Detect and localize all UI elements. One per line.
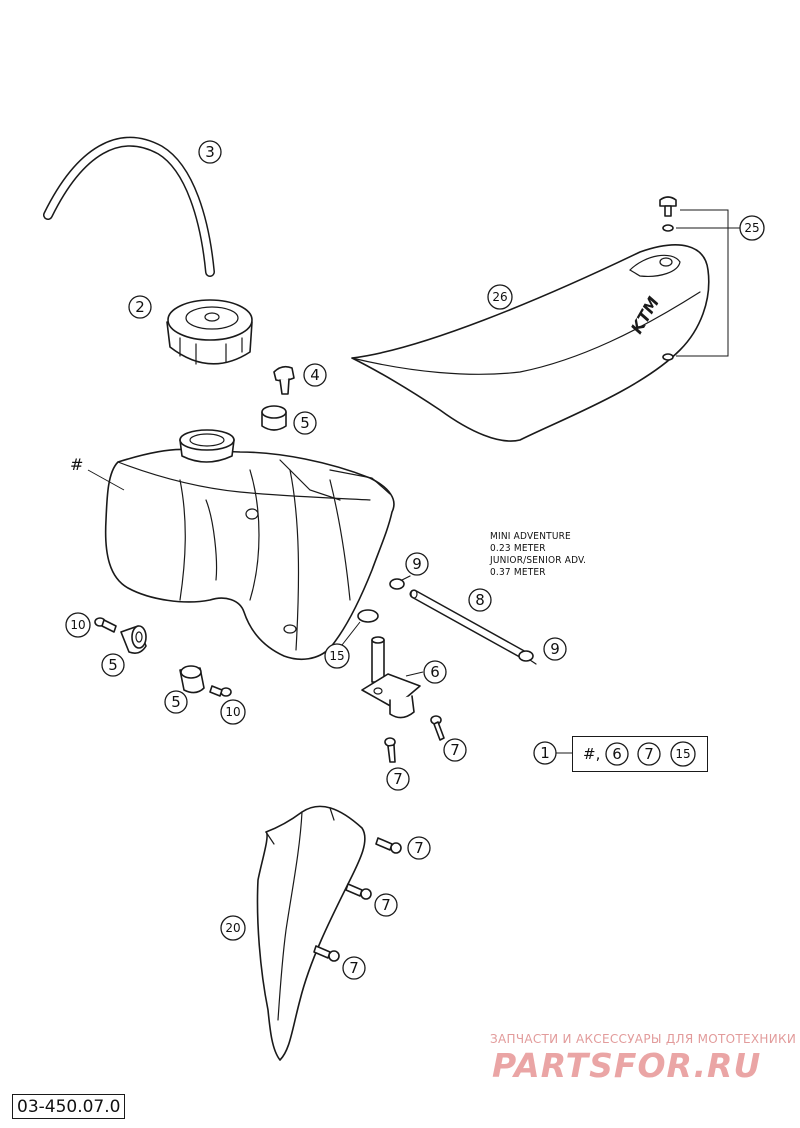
spoiler-screw-mid	[345, 883, 372, 900]
note-line-3: JUNIOR/SENIOR ADV.	[490, 555, 587, 566]
callout-spoiler-screw-top: 7	[407, 836, 431, 860]
callout-tank: #	[70, 455, 83, 474]
callout-spoiler-screw-top-label: 7	[414, 839, 424, 857]
callout-tap-screw-left: 7	[386, 767, 410, 791]
set-callout: 1	[533, 741, 572, 765]
bushing-upper	[261, 405, 287, 431]
callout-spoiler-screw-bottom-label: 7	[349, 959, 359, 977]
callout-fuel-line: 8	[468, 588, 492, 612]
callout-fuel-line-label: 8	[475, 591, 485, 609]
fuel-line	[409, 589, 527, 659]
watermark-subtitle: ЗАПЧАСТИ И АКСЕССУАРЫ ДЛЯ МОТОТЕХНИКИ	[490, 1032, 797, 1046]
callout-hose-clamp-upper-label: 9	[412, 555, 422, 573]
callout-collar-screw-left-label: 10	[70, 618, 85, 632]
set-contents-box: #, 6 7 15	[572, 736, 708, 772]
callout-seat-label: 26	[492, 290, 507, 304]
set-prefix: #,	[583, 745, 600, 763]
callout-spoiler-screw-mid-label: 7	[381, 896, 391, 914]
o-ring	[341, 609, 379, 646]
callout-seat-screw-label: 25	[744, 221, 759, 235]
callout-seat-screw: 25	[739, 215, 765, 241]
callout-hose-clamp-lower: 9	[543, 637, 567, 661]
tap-screw-right	[430, 715, 445, 741]
callout-oring: 15	[324, 643, 350, 669]
seat-screw-group	[659, 196, 741, 361]
breather-hose	[43, 136, 215, 277]
callout-spoiler: 20	[220, 915, 246, 941]
callout-spoiler-screw-mid: 7	[374, 893, 398, 917]
callout-tap-screw-left-label: 7	[393, 770, 403, 788]
callout-hose-clamp-upper: 9	[405, 552, 429, 576]
callout-collar-screw-left: 10	[65, 612, 91, 638]
hose-clamp-upper	[389, 575, 411, 590]
callout-bushing-left: 5	[101, 653, 125, 677]
callout-tap-screw-right-label: 7	[450, 741, 460, 759]
spoiler	[256, 805, 366, 1061]
callout-oring-label: 15	[329, 649, 344, 663]
fuel-tank	[87, 429, 395, 661]
callout-bushing-mid-label: 5	[171, 693, 181, 711]
collar-screw-left	[94, 617, 117, 633]
hose-clamp-lower	[518, 650, 537, 665]
callout-tank-label: #	[70, 455, 83, 474]
callout-cap-label: 2	[135, 298, 145, 316]
callout-collar-screw-mid-label: 10	[225, 705, 240, 719]
callout-clip: 4	[303, 363, 327, 387]
callout-hose: 3	[198, 140, 222, 164]
callout-bushing-upper-label: 5	[300, 414, 310, 432]
clip	[273, 365, 295, 395]
set-number: 1	[540, 744, 550, 762]
callout-bushing-upper: 5	[293, 411, 317, 435]
note-line-2: 0.23 METER	[490, 543, 546, 554]
bushing-mid	[179, 665, 205, 694]
callout-hose-label: 3	[205, 143, 215, 161]
seat: KTM	[351, 244, 710, 442]
callout-fuel-tap-label: 6	[430, 663, 440, 681]
spoiler-screw-top	[375, 837, 402, 854]
fuel-line-note: MINI ADVENTURE 0.23 METER JUNIOR/SENIOR …	[490, 531, 586, 579]
document-code: 03-450.07.0	[12, 1094, 126, 1119]
set-item-3: 15	[675, 747, 690, 761]
collar-screw-mid	[209, 685, 232, 697]
callout-tap-screw-right: 7	[443, 738, 467, 762]
callout-cap: 2	[128, 295, 152, 319]
note-line-4: 0.37 METER	[490, 567, 546, 578]
callout-clip-label: 4	[310, 366, 320, 384]
callout-fuel-tap: 6	[423, 660, 447, 684]
watermark-brand: PARTSFOR.RU	[492, 1046, 762, 1085]
callout-spoiler-label: 20	[225, 921, 240, 935]
set-item-1: 6	[612, 745, 622, 763]
bushing-left	[120, 625, 147, 654]
fuel-tap	[361, 636, 424, 719]
callout-bushing-mid: 5	[164, 690, 188, 714]
callout-collar-screw-mid: 10	[220, 699, 246, 725]
callout-bushing-left-label: 5	[108, 656, 118, 674]
callout-spoiler-screw-bottom: 7	[342, 956, 366, 980]
callout-hose-clamp-lower-label: 9	[550, 640, 560, 658]
note-line-1: MINI ADVENTURE	[490, 531, 571, 542]
spoiler-screw-bottom	[313, 945, 340, 962]
tank-cap	[166, 299, 253, 365]
set-item-2: 7	[644, 745, 654, 763]
tap-screw-left	[384, 737, 396, 763]
callout-seat: 26	[487, 284, 513, 310]
